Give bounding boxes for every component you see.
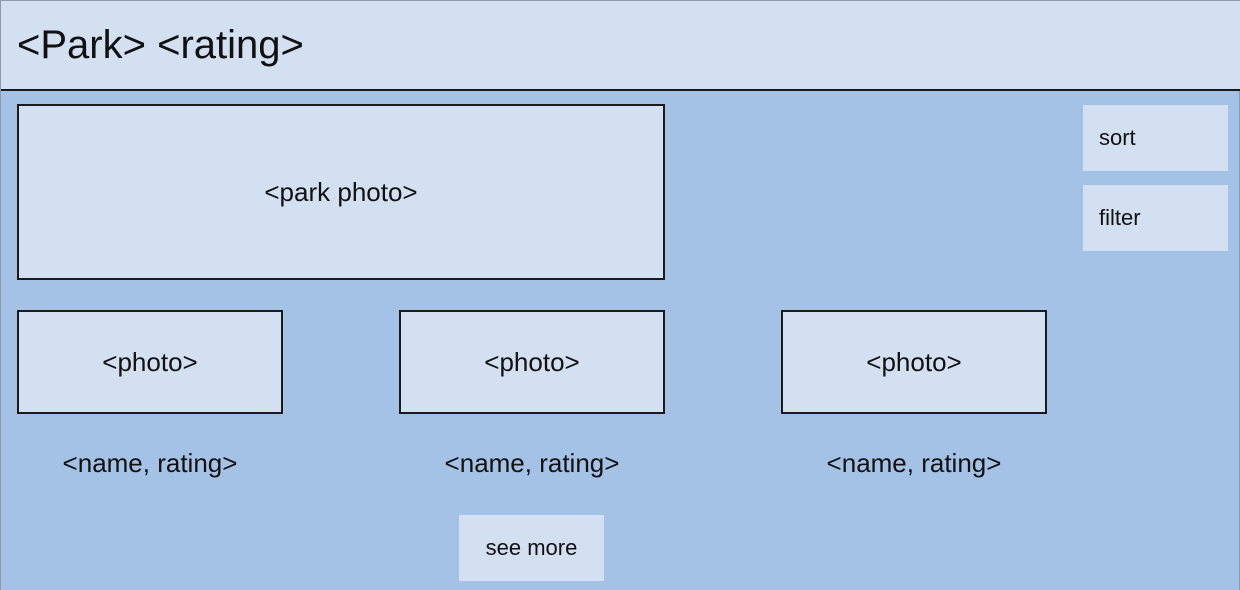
see-more-button[interactable]: see more (459, 515, 604, 581)
sort-button[interactable]: sort (1083, 105, 1228, 171)
see-more-label: see more (485, 535, 578, 560)
filter-button-label: filter (1099, 205, 1141, 230)
park-photo-placeholder[interactable]: <park photo> (17, 104, 665, 280)
sort-button-label: sort (1099, 125, 1136, 150)
card-photo-placeholder[interactable]: <photo> (17, 310, 283, 414)
header-bar: <Park> <rating> (1, 0, 1240, 91)
card-caption: <name, rating> (826, 448, 1002, 478)
card-photo-label: <photo> (866, 346, 962, 377)
card-caption: <name, rating> (444, 448, 620, 478)
page-title: <Park> <rating> (17, 23, 304, 67)
park-photo-label: <park photo> (264, 176, 418, 207)
card-photo-label: <photo> (102, 346, 198, 377)
filter-button[interactable]: filter (1083, 185, 1228, 251)
card-photo-placeholder[interactable]: <photo> (399, 310, 665, 414)
card-photo-label: <photo> (484, 346, 580, 377)
card-photo-placeholder[interactable]: <photo> (781, 310, 1047, 414)
card-caption: <name, rating> (62, 448, 238, 478)
